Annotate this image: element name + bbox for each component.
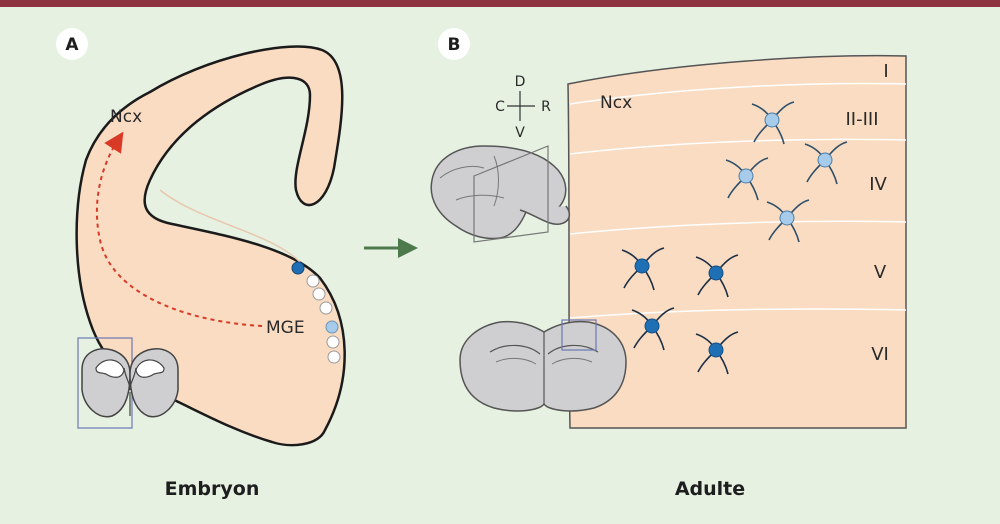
interneuron-light (804, 141, 848, 185)
panel-a-letter: A (65, 35, 79, 55)
adult-brain-coronal (459, 319, 627, 412)
interneuron-dark (621, 247, 665, 291)
panel-b: B D V C R Ncx I II-III IV V VI (430, 28, 907, 500)
inset-box-b (561, 319, 597, 351)
layer-label: IV (869, 174, 887, 195)
layer-label: VI (871, 344, 889, 365)
mge-cell (312, 287, 326, 301)
caption-embryon: Embryon (165, 478, 260, 500)
mge-cell (319, 301, 333, 315)
section-plane (473, 145, 549, 243)
mge-cell (326, 335, 340, 349)
interneuron-dark (631, 307, 675, 351)
caption-adulte: Adulte (675, 478, 745, 500)
layer-boundary (569, 308, 907, 319)
layer-boundary (569, 220, 907, 235)
embryo-section (81, 348, 179, 418)
axis-ventral: V (515, 125, 525, 141)
mge-cell (327, 350, 341, 364)
panel-a: A Ncx MGE Embryon (56, 28, 346, 500)
panel-b-letter: B (448, 35, 461, 55)
ncx-label-b: Ncx (600, 93, 632, 113)
migration-arrow (95, 131, 263, 327)
mge-label: MGE (266, 318, 305, 338)
panel-b-badge (438, 28, 470, 60)
axis-rostral: R (541, 99, 551, 115)
interneuron-light (725, 157, 769, 201)
axis-dorsal: D (515, 74, 526, 90)
layer-label: I (883, 61, 888, 82)
mge-cell (306, 274, 320, 288)
layer-label: II-III (845, 109, 878, 130)
mge-cell-light (325, 320, 339, 334)
ncx-label-a: Ncx (110, 107, 142, 127)
interneuron-light (751, 101, 795, 145)
interneuron-light (766, 199, 810, 243)
panel-a-badge (56, 28, 88, 60)
layer-boundary (569, 82, 907, 105)
adult-brain-lateral (430, 145, 571, 243)
layer-boundary (569, 138, 907, 155)
mge-cell-dark (291, 261, 305, 275)
ventricle-line (159, 189, 301, 263)
cortex-tissue (567, 54, 907, 429)
layer-label: V (874, 262, 887, 283)
axis-caudal: C (495, 99, 505, 115)
orientation-cross: D V C R (495, 74, 551, 141)
interneuron-dark (695, 331, 739, 375)
top-bar (0, 0, 1000, 7)
interneuron-dark (695, 254, 739, 298)
transition-arrow (364, 238, 418, 258)
